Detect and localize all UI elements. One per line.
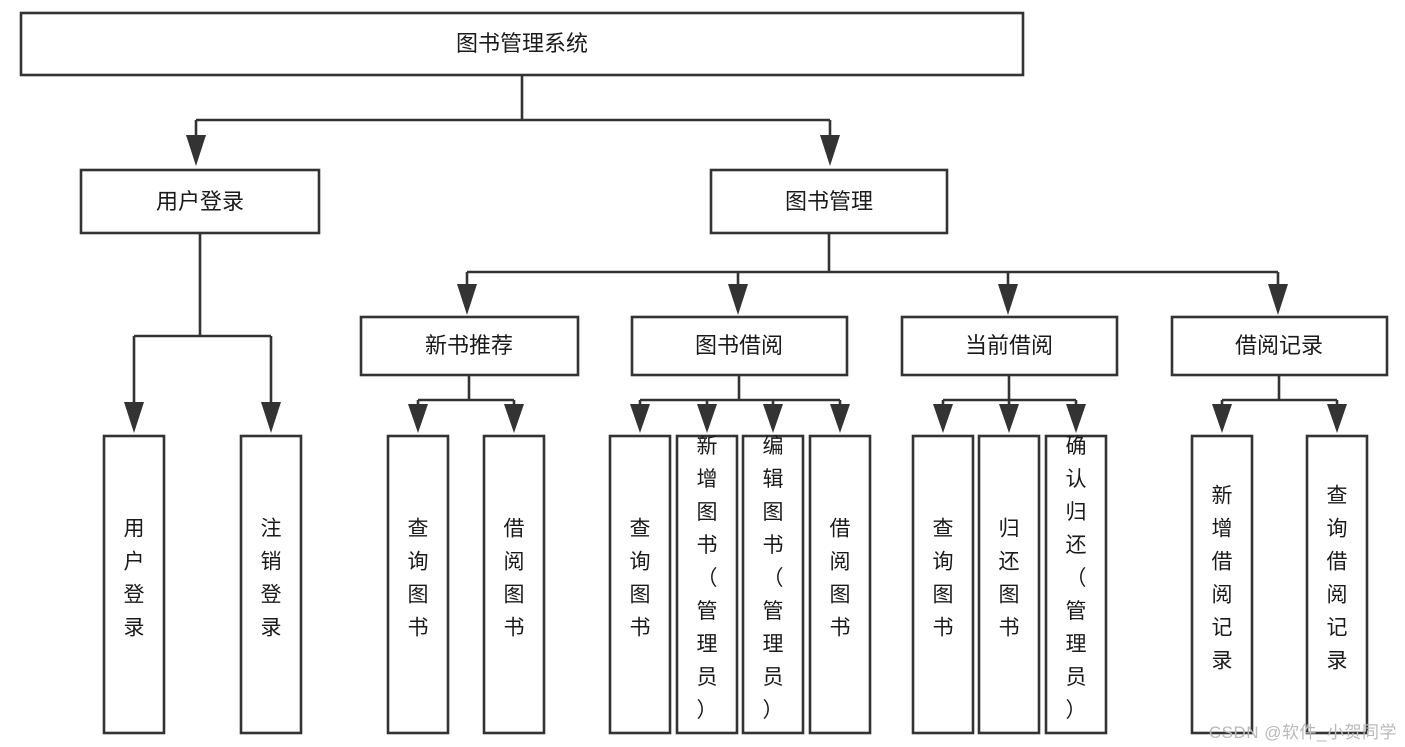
leaf-label-bb-query-books: 查询图书 xyxy=(630,518,651,640)
leaf-label-cb-return-books: 归还图书 xyxy=(999,518,1020,640)
arrowhead-leaf-bb-3 xyxy=(763,404,783,433)
arrowhead-leaf-bb-1 xyxy=(630,404,650,433)
node-book-management[interactable]: 图书管理 xyxy=(709,168,949,235)
leaf-box-bb-borrow-books xyxy=(808,434,872,735)
arrowhead-leaf-nbr-2 xyxy=(504,404,524,433)
leaf-box-nbr-borrow-books xyxy=(482,434,546,735)
connector-layer xyxy=(124,76,1347,433)
leaf-node-cb-return-books[interactable]: 归还图书 xyxy=(977,434,1041,735)
node-root-book-management-system[interactable]: 图书管理系统 xyxy=(19,11,1025,77)
arrowhead-book-borrow xyxy=(728,284,748,315)
leaf-node-user-logout[interactable]: 注销登录 xyxy=(239,434,303,735)
node-box-book-borrow xyxy=(630,315,849,377)
node-box-user-login xyxy=(79,168,321,235)
leaf-label-cb-confirm-return-admin: 确认归还（管理员） xyxy=(1066,435,1087,722)
arrowhead-leaf-bb-4 xyxy=(830,404,850,433)
leaf-box-bb-query-books xyxy=(608,434,672,735)
arrowhead-leaf-bb-2 xyxy=(697,404,717,433)
node-box-current-borrow xyxy=(900,315,1119,377)
node-box-root xyxy=(19,11,1025,77)
leaf-node-nbr-query-books[interactable]: 查询图书 xyxy=(386,434,450,735)
leaf-label-nbr-borrow-books: 借阅图书 xyxy=(504,518,525,640)
leaf-node-nbr-borrow-books[interactable]: 借阅图书 xyxy=(482,434,546,735)
arrowhead-user-login xyxy=(186,135,206,166)
leaf-box-cb-return-books xyxy=(977,434,1041,735)
leaf-box-nbr-query-books xyxy=(386,434,450,735)
node-label-new-book-recommendation: 新书推荐 xyxy=(425,333,513,358)
node-current-borrow[interactable]: 当前借阅 xyxy=(900,315,1119,377)
leaf-box-bb-add-book-admin xyxy=(675,434,739,735)
leaf-box-user-login-login xyxy=(102,434,166,735)
leaf-node-bb-edit-book-admin[interactable]: 编辑图书（管理员） xyxy=(741,434,805,735)
node-borrow-record[interactable]: 借阅记录 xyxy=(1170,315,1389,377)
leaf-box-br-add-record xyxy=(1190,434,1254,735)
csdn-watermark: CSDN @软件_小贺同学 xyxy=(1208,723,1397,742)
leaf-box-cb-query-books xyxy=(911,434,975,735)
leaf-node-bb-add-book-admin[interactable]: 新增图书（管理员） xyxy=(675,434,739,735)
node-label-borrow-record: 借阅记录 xyxy=(1235,333,1323,358)
leaf-box-bb-edit-book-admin xyxy=(741,434,805,735)
leaf-node-bb-query-books[interactable]: 查询图书 xyxy=(608,434,672,735)
node-new-book-recommendation[interactable]: 新书推荐 xyxy=(359,315,580,377)
leaf-node-user-login-login[interactable]: 用户登录 xyxy=(102,434,166,735)
arrowhead-leaf-nbr-1 xyxy=(408,404,428,433)
leaf-label-user-logout: 注销登录 xyxy=(261,518,282,640)
arrowhead-leaf-cb-2 xyxy=(999,404,1019,433)
arrowhead-leaf-user-login-2 xyxy=(261,402,281,433)
arrowhead-borrow-record xyxy=(1268,284,1288,315)
leaf-node-br-query-record[interactable]: 查询借阅记录 xyxy=(1305,434,1369,735)
leaf-label-bb-add-book-admin: 新增图书（管理员） xyxy=(697,435,718,722)
node-book-borrow[interactable]: 图书借阅 xyxy=(630,315,849,377)
leaf-box-br-query-record xyxy=(1305,434,1369,735)
arrowhead-new-book-rec xyxy=(457,284,477,315)
leaf-label-user-login-login: 用户登录 xyxy=(124,518,145,640)
node-label-book-management: 图书管理 xyxy=(785,189,873,214)
leaf-box-user-logout xyxy=(239,434,303,735)
node-label-book-borrow: 图书借阅 xyxy=(695,333,783,358)
arrowhead-leaf-br-1 xyxy=(1212,404,1232,433)
leaf-label-br-add-record: 新增借阅记录 xyxy=(1212,485,1233,673)
node-user-login[interactable]: 用户登录 xyxy=(79,168,321,235)
arrowhead-leaf-cb-3 xyxy=(1066,404,1086,433)
arrowhead-leaf-user-login-1 xyxy=(124,402,144,433)
leaf-label-bb-edit-book-admin: 编辑图书（管理员） xyxy=(763,435,784,722)
leaf-label-nbr-query-books: 查询图书 xyxy=(408,518,429,640)
node-box-borrow-record xyxy=(1170,315,1389,377)
node-box-new-book-recommendation xyxy=(359,315,580,377)
arrowhead-current-borrow xyxy=(998,284,1018,315)
arrowhead-leaf-cb-1 xyxy=(933,404,953,433)
leaf-node-cb-query-books[interactable]: 查询图书 xyxy=(911,434,975,735)
leaf-box-cb-confirm-return-admin xyxy=(1044,434,1108,735)
leaf-node-bb-borrow-books[interactable]: 借阅图书 xyxy=(808,434,872,735)
leaf-label-cb-query-books: 查询图书 xyxy=(933,518,954,640)
node-label-user-login: 用户登录 xyxy=(156,189,244,214)
leaf-node-br-add-record[interactable]: 新增借阅记录 xyxy=(1190,434,1254,735)
leaf-label-bb-borrow-books: 借阅图书 xyxy=(830,518,851,640)
leaf-node-cb-confirm-return-admin[interactable]: 确认归还（管理员） xyxy=(1044,434,1108,735)
leaf-label-br-query-record: 查询借阅记录 xyxy=(1327,485,1348,673)
node-label-root: 图书管理系统 xyxy=(456,31,588,56)
node-box-book-management xyxy=(709,168,949,235)
node-label-current-borrow: 当前借阅 xyxy=(965,333,1053,358)
arrowhead-book-mgmt xyxy=(820,135,840,166)
arrowhead-leaf-br-2 xyxy=(1327,404,1347,433)
